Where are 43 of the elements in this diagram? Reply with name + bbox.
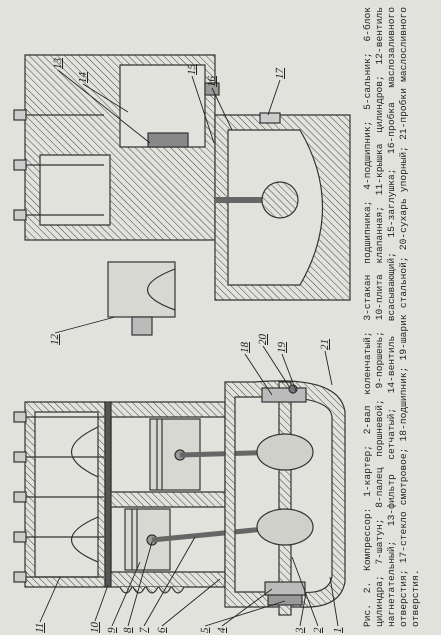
callout-number: 18 [239,342,251,353]
callout-number: 16 [206,76,218,87]
leader-line [128,542,152,626]
figure-caption: Рис. 2. Компрессор: 1-картер; 2-вал коленчатый; 3-стакан подшипника; 4-подшипник; 5-сальник; 6-блок цилиндра; 7-шатун; 8-палец поршневой; 9-поршень; 10-плита клапанная; 11-крышка цилиндров; 12-вентиль нагнетательный; 13-фильтр сетчатый; 14-вентиль всасывающий; 15-заглушка; 16-пробка маслозаливного отверстия; 17-стекло смотровое; 18-подшипник; 19-шарик стальной; 20-сухарь упорный; 21-пробки маслосливного отверстия. [362,7,422,627]
leader-line [222,588,272,626]
callout-number: 5 [199,628,211,633]
callout-number: 2 [312,628,324,633]
callout-number: 4 [216,628,228,633]
leader-line [282,354,296,392]
callout-number: 3 [294,628,306,633]
callout-number: 11 [34,622,46,633]
callout-number: 15 [186,64,198,75]
leader-line [94,584,108,622]
leader-line [40,576,60,622]
leader-line [330,576,338,626]
leader-line [192,76,214,144]
leader-line [268,80,280,116]
callout-number: 19 [276,342,288,353]
leader-line [262,346,290,388]
callout-number: 20 [257,334,269,345]
leader-line [112,562,140,626]
callout-number: 7 [138,628,150,633]
leader-line [292,556,318,626]
leader-line [54,316,116,334]
leader-line [82,84,128,112]
leader-line [58,70,150,144]
callout-number: 14 [77,72,89,83]
callout-number: 1 [332,628,344,633]
callout-number: 21 [319,339,331,350]
callout-number: 12 [49,334,61,345]
callout-number: 9 [106,628,118,633]
callout-number: 13 [52,58,64,69]
leader-line [212,88,232,130]
leader-line [300,592,306,626]
callout-number: 8 [122,628,134,633]
leader-line [324,350,332,386]
leader-line [204,600,286,626]
callout-number: 10 [89,622,101,633]
leader-line [162,578,220,626]
callout-number: 17 [274,68,286,79]
leader-line [244,354,272,396]
callout-number: 6 [156,628,168,633]
leader-line [144,536,196,626]
